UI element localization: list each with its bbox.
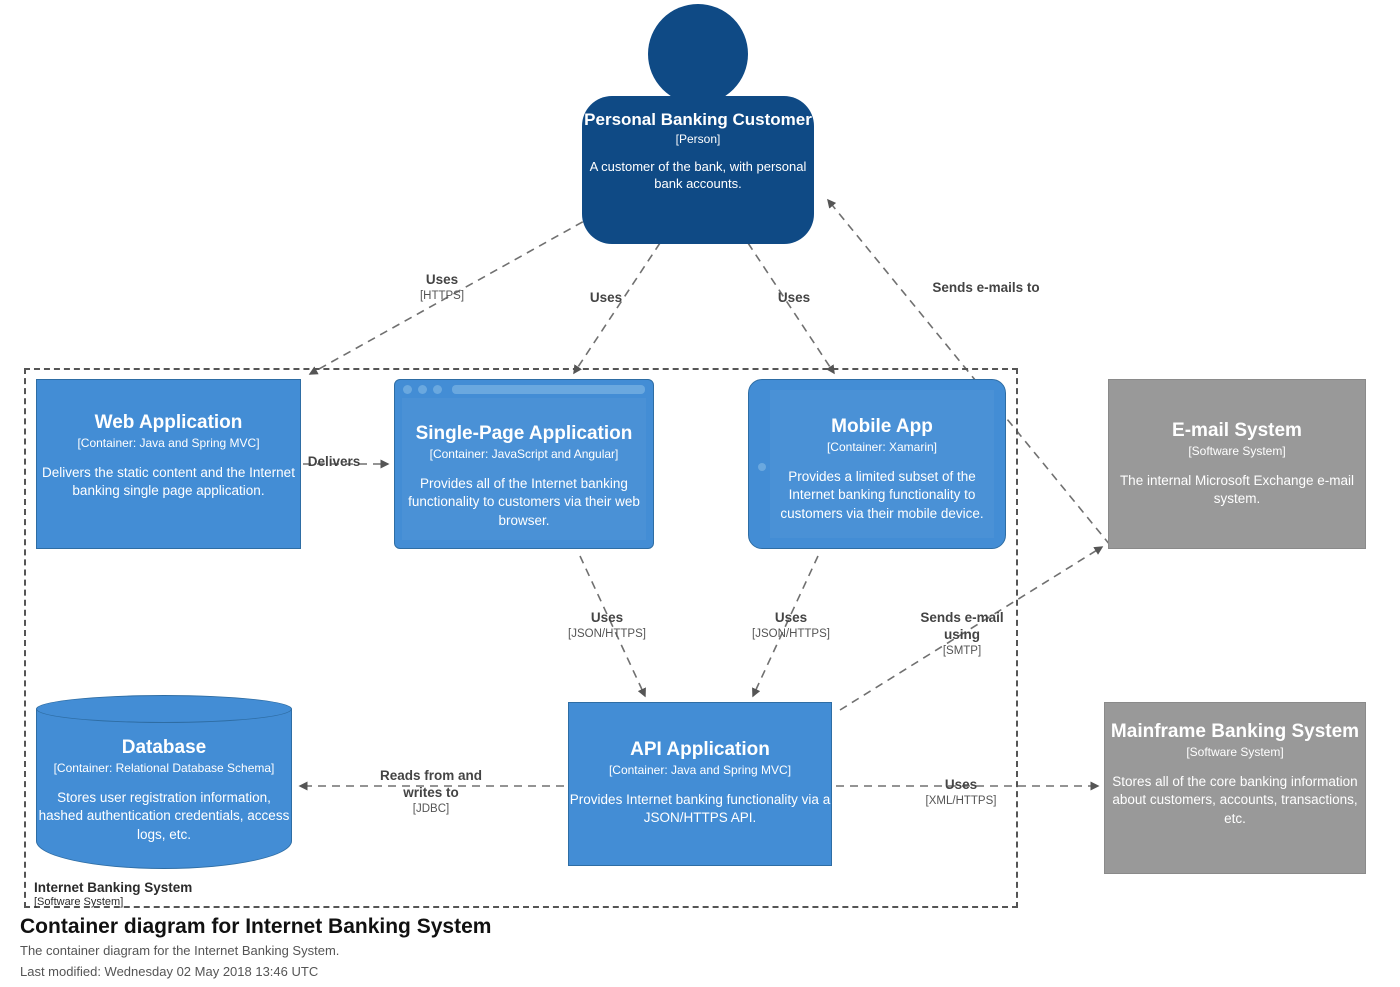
edge-label-text: Uses [590, 610, 624, 625]
edge-label-customer-to-web-application: Uses [HTTPS] [392, 272, 492, 303]
edge-label-text: Uses [774, 610, 808, 625]
node-web-application[interactable]: Web Application [Container: Java and Spr… [36, 379, 301, 549]
person-head-icon [648, 4, 748, 104]
node-type: [Container: Java and Spring MVC] [77, 435, 260, 450]
node-api-application[interactable]: API Application [Container: Java and Spr… [568, 702, 832, 866]
edge-label-text: Uses [425, 272, 459, 287]
node-description: Stores user registration information, ha… [38, 790, 290, 842]
node-description: Stores all of the core banking informati… [1112, 774, 1358, 826]
edge-label-api-application-to-mainframe: Uses [XML/HTTPS] [906, 777, 1016, 808]
edge-customer-to-single-page-application [573, 242, 661, 375]
node-type: [Container: Xamarin] [826, 439, 938, 454]
node-description: A customer of the bank, with personal ba… [589, 158, 807, 192]
diagram-title: Container diagram for Internet Banking S… [20, 915, 492, 938]
edge-label-text: Delivers [307, 454, 361, 469]
edge-customer-to-mobile-app [747, 242, 835, 375]
edge-label-text: Uses [777, 290, 811, 305]
node-description: The internal Microsoft Exchange e-mail s… [1119, 473, 1355, 507]
browser-address-bar-icon [452, 384, 645, 394]
node-title: Mobile App [831, 416, 933, 437]
edge-label-text: Sends e-mails to [932, 280, 1040, 295]
browser-dot-icon [403, 384, 412, 394]
edge-label-text: Uses [589, 290, 623, 305]
node-personal-banking-customer[interactable]: Personal Banking Customer [Person] A cus… [582, 4, 814, 244]
edge-label-tech: [JSON/HTTPS] [568, 627, 646, 640]
node-type: [Container: Relational Database Schema] [53, 760, 275, 775]
node-type: [Container: Java and Spring MVC] [608, 762, 792, 777]
node-title: Web Application [94, 412, 243, 433]
node-description: Provides all of the Internet banking fun… [408, 476, 640, 528]
edge-label-tech: [HTTPS] [419, 289, 465, 302]
internet-banking-system-boundary [24, 368, 1018, 908]
edge-label-text: Uses [944, 777, 978, 792]
node-title: Database [121, 737, 207, 758]
edge-label-tech: [SMTP] [942, 644, 982, 657]
node-type: [Software System] [1186, 744, 1284, 759]
node-type: [Person] [675, 131, 721, 146]
node-type: [Software System] [1188, 443, 1286, 458]
edge-label-email-system-to-customer: Sends e-mails to [876, 280, 1096, 297]
node-title: Single-Page Application [415, 423, 633, 444]
browser-dot-icon [418, 384, 427, 394]
database-text: Database [Container: Relational Database… [36, 737, 292, 844]
diagram-footer: Container diagram for Internet Banking S… [20, 914, 920, 982]
edge-label-customer-to-single-page-application: Uses [556, 290, 656, 307]
edge-label-api-application-to-email-system: Sends e-mail using [SMTP] [906, 610, 1018, 658]
boundary-label: Internet Banking System [Software System… [34, 880, 192, 909]
node-title: Personal Banking Customer [584, 110, 812, 129]
node-title: Mainframe Banking System [1110, 721, 1360, 742]
edge-label-single-page-application-to-api-application: Uses [JSON/HTTPS] [552, 610, 662, 641]
edge-label-tech: [JDBC] [412, 802, 450, 815]
mobile-camera-icon [758, 463, 766, 471]
person-body: Personal Banking Customer [Person] A cus… [582, 96, 814, 244]
boundary-label-type: [Software System] [34, 896, 124, 909]
edge-label-text: Reads from and writes to [379, 768, 483, 800]
node-email-system[interactable]: E-mail System [Software System] The inte… [1108, 379, 1366, 549]
node-single-page-application[interactable]: Single-Page Application [Container: Java… [394, 379, 654, 549]
diagram-last-modified: Last modified: Wednesday 02 May 2018 13:… [20, 964, 319, 980]
node-description: Delivers the static content and the Inte… [42, 465, 295, 499]
node-description: Provides Internet banking functionality … [569, 792, 831, 826]
browser-chrome-icon [395, 380, 653, 398]
edge-label-tech: [JSON/HTTPS] [752, 627, 830, 640]
edge-label-web-application-to-single-page-application: Delivers [294, 454, 374, 471]
node-title: E-mail System [1172, 420, 1302, 441]
edge-label-mobile-app-to-api-application: Uses [JSON/HTTPS] [736, 610, 846, 641]
edge-label-customer-to-mobile-app: Uses [744, 290, 844, 307]
node-database[interactable]: Database [Container: Relational Database… [36, 695, 292, 869]
node-mobile-app[interactable]: Mobile App [Container: Xamarin] Provides… [748, 379, 1006, 549]
diagram-description: The container diagram for the Internet B… [20, 943, 340, 959]
edge-label-api-application-to-database: Reads from and writes to [JDBC] [366, 768, 496, 816]
edge-label-text: Sends e-mail using [920, 610, 1004, 642]
node-title: API Application [630, 739, 770, 760]
edge-label-tech: [XML/HTTPS] [925, 794, 997, 807]
browser-viewport: Single-Page Application [Container: Java… [402, 398, 646, 540]
cylinder-body-icon [36, 709, 292, 869]
boundary-label-title: Internet Banking System [34, 880, 193, 895]
mobile-viewport: Mobile App [Container: Xamarin] Provides… [770, 390, 994, 538]
browser-dot-icon [433, 384, 442, 394]
cylinder-top-icon [36, 695, 292, 723]
node-description: Provides a limited subset of the Interne… [780, 469, 984, 521]
node-type: [Container: JavaScript and Angular] [429, 446, 619, 461]
node-mainframe-banking-system[interactable]: Mainframe Banking System [Software Syste… [1104, 702, 1366, 874]
